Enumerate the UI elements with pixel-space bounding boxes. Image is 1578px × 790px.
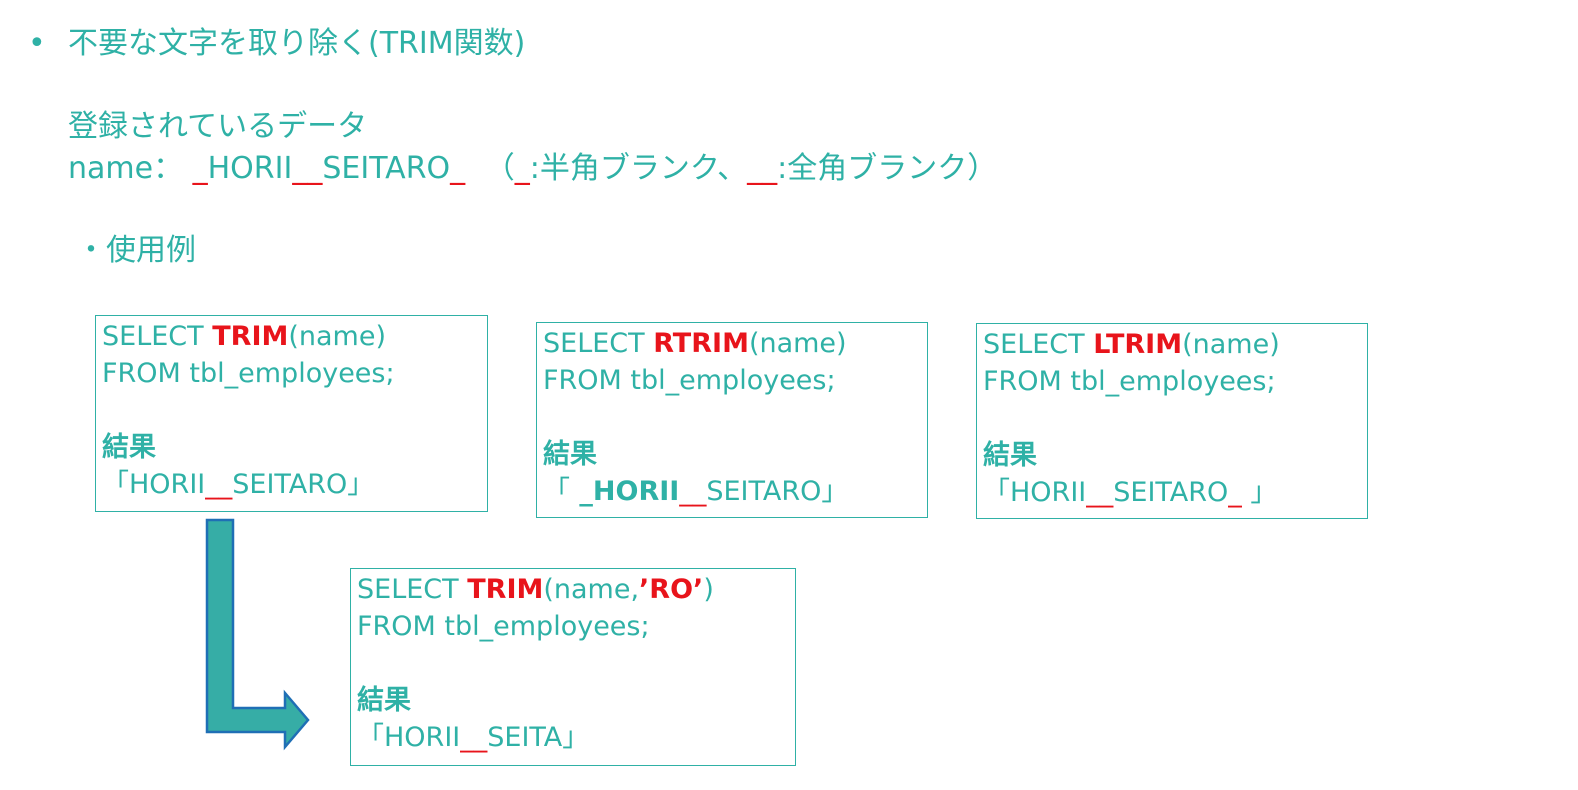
example-ltrim-box: SELECT LTRIM(name) FROM tbl_employees; 結… <box>976 323 1368 519</box>
function-name: RTRIM <box>653 328 749 359</box>
result-close: 」 <box>1241 477 1278 508</box>
spacer <box>983 400 1361 437</box>
result-part: SEITARO」 <box>232 469 375 500</box>
sample-horii: HORII <box>207 151 293 186</box>
section-heading: • 不要な文字を取り除く(TRIM関数) <box>28 22 525 66</box>
result-value: 「 _HORII__SEITARO」 <box>543 473 921 510</box>
arrow-shape <box>205 518 310 751</box>
result-part: 「HORII <box>102 469 206 500</box>
result-label: 結果 <box>102 432 156 463</box>
function-args-close: ) <box>703 574 714 605</box>
trim-literal: ’RO’ <box>639 574 704 605</box>
function-name: LTRIM <box>1093 329 1183 360</box>
example-trim-box: SELECT TRIM(name) FROM tbl_employees; 結果… <box>95 315 488 512</box>
elbow-arrow-down-right-icon <box>205 518 310 751</box>
sql-from-line: FROM tbl_employees; <box>357 611 650 642</box>
sql-select-line: SELECT RTRIM(name) <box>543 325 921 362</box>
legend-half-mark: _ <box>514 151 530 186</box>
result-part: 「 <box>543 476 570 507</box>
spacer <box>543 399 921 436</box>
result-full-blank: __ <box>205 469 233 500</box>
function-args: (name) <box>1182 329 1280 360</box>
legend-full-mark: __ <box>747 151 778 186</box>
sql-from-line: FROM tbl_employees; <box>983 366 1276 397</box>
legend-open: （ <box>484 151 515 186</box>
heading-text: 不要な文字を取り除く(TRIM関数) <box>68 26 526 61</box>
function-args: (name) <box>748 328 847 359</box>
sql-select-line: SELECT LTRIM(name) <box>983 326 1361 363</box>
sql-select-line: SELECT TRIM(name,’RO’) <box>357 571 789 608</box>
registered-data-label: 登録されているデータ <box>68 109 368 144</box>
function-args-open: (name, <box>543 574 640 605</box>
function-name: TRIM <box>467 574 544 605</box>
sql-from-line: FROM tbl_employees; <box>102 358 395 389</box>
example-trim-chars-box: SELECT TRIM(name,’RO’) FROM tbl_employee… <box>350 568 796 766</box>
result-full-blank: __ <box>679 476 707 507</box>
function-args: (name) <box>288 321 386 352</box>
result-label: 結果 <box>983 440 1037 471</box>
legend-full-text: :全角ブランク） <box>777 151 998 186</box>
result-part: 「HORII <box>357 722 461 753</box>
function-name: TRIM <box>212 321 289 352</box>
result-part: 「HORII <box>983 477 1087 508</box>
select-keyword: SELECT <box>102 321 213 352</box>
result-value: 「HORII__SEITARO_ 」 <box>983 474 1361 511</box>
result-label: 結果 <box>357 685 411 716</box>
result-full-blank: __ <box>460 722 488 753</box>
usage-label: ・使用例 <box>76 233 196 268</box>
select-keyword: SELECT <box>357 574 468 605</box>
example-rtrim-box: SELECT RTRIM(name) FROM tbl_employees; 結… <box>536 322 928 518</box>
sample-half-blank-trailing: _ <box>450 151 466 186</box>
result-value: 「HORII__SEITA」 <box>357 719 789 756</box>
sample-seitaro: SEITARO <box>322 151 451 186</box>
result-label: 結果 <box>543 439 597 470</box>
registered-data-line: name： _HORII__SEITARO_ （_:半角ブランク、__:全角ブラ… <box>68 148 997 190</box>
spacer <box>357 645 789 682</box>
result-full-blank: __ <box>1086 477 1114 508</box>
result-half-blank: _ <box>1228 477 1242 508</box>
bullet-icon: • <box>28 26 46 61</box>
spacer <box>102 392 481 429</box>
sample-half-blank-leading: _ <box>192 151 208 186</box>
sample-full-blank: __ <box>292 151 323 186</box>
select-keyword: SELECT <box>543 328 654 359</box>
sql-from-line: FROM tbl_employees; <box>543 365 836 396</box>
sql-select-line: SELECT TRIM(name) <box>102 318 481 355</box>
result-part: SEITARO <box>1113 477 1229 508</box>
result-part: SEITA」 <box>487 722 590 753</box>
legend-half-text: :半角ブランク、 <box>529 151 748 186</box>
result-value: 「HORII__SEITARO」 <box>102 466 481 503</box>
result-leading-blank-horii: _HORII <box>570 476 680 507</box>
select-keyword: SELECT <box>983 329 1094 360</box>
result-part: SEITARO」 <box>706 476 849 507</box>
name-prefix: name： <box>68 151 184 186</box>
